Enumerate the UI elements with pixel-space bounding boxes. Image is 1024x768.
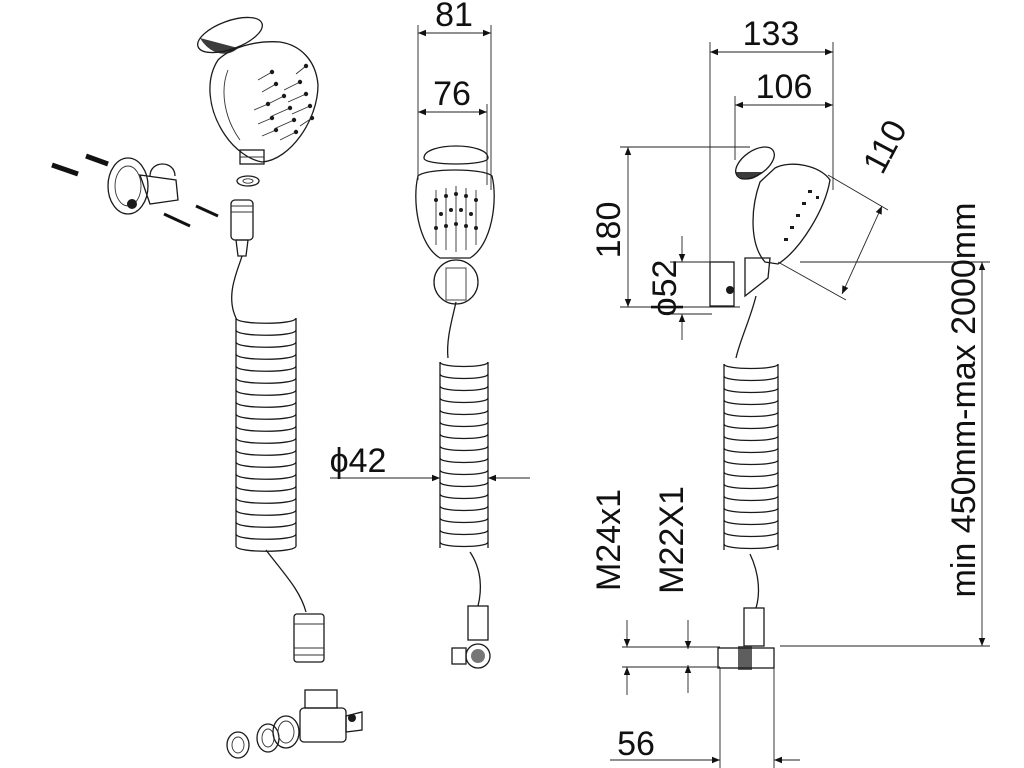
dim-133: 133 — [743, 15, 800, 53]
coiled-hose-front — [439, 361, 489, 548]
hose-bottom-connector — [293, 613, 325, 663]
dim-hose-diameter: ϕ42 — [330, 442, 387, 480]
dim-106: 106 — [756, 68, 813, 106]
dim-bracket-diameter: ϕ52 — [646, 260, 684, 317]
dim-81: 81 — [435, 0, 473, 34]
bracket-front — [433, 259, 479, 305]
coiled-hose-side — [723, 363, 779, 550]
screws — [51, 153, 219, 228]
dim-76: 76 — [433, 75, 471, 113]
dim-180: 180 — [590, 202, 628, 259]
dim-thread-m22: M22X1 — [653, 486, 691, 594]
dim-hose-length: min 450mm-max 2000mm — [945, 203, 983, 598]
dimension-lines — [330, 25, 990, 768]
hose-upper — [231, 255, 243, 319]
side-view — [709, 146, 831, 670]
shower-head-front — [415, 169, 495, 259]
shower-head-exploded — [197, 16, 319, 165]
exploded-view — [51, 16, 363, 759]
bracket-side — [709, 261, 735, 307]
washer — [236, 175, 260, 187]
shower-head-side — [752, 163, 831, 265]
dim-56: 56 — [617, 725, 655, 763]
hose-top-connector — [230, 199, 254, 257]
dim-thread-m24: M24x1 — [590, 489, 628, 591]
front-view — [415, 145, 495, 669]
dim-110: 110 — [856, 114, 915, 180]
coiled-hose-exploded — [235, 317, 297, 552]
wall-bracket — [107, 157, 179, 215]
sealing-rings — [226, 715, 300, 759]
angle-valve — [299, 689, 363, 743]
